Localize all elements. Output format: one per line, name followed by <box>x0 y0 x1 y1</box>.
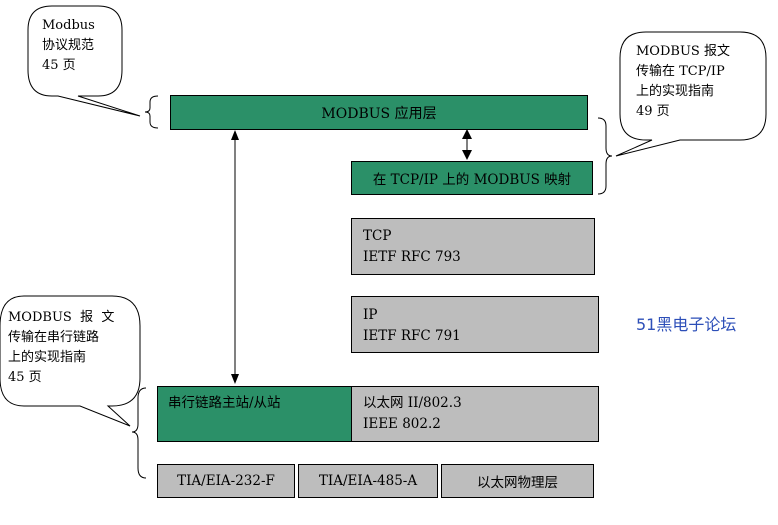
callout-bubble-spec <box>27 5 141 117</box>
tia-eia-485-layer: TIA/EIA-485-A <box>298 464 438 498</box>
brace-tcp-stack <box>597 117 613 195</box>
callout-tcp-text: MODBUS 报文 传输在 TCP/IP 上的实现指南 49 页 <box>636 44 730 119</box>
tia-eia-232-layer: TIA/EIA-232-F <box>157 464 295 498</box>
ethernet-ii-layer: 以太网 II/802.3 IEEE 802.2 <box>351 386 599 442</box>
arrow-app-to-tcp-mapping <box>462 129 472 160</box>
ethernet-physical-layer: 以太网物理层 <box>441 464 594 498</box>
serial-master-slave-layer: 串行链路主站/从站 <box>157 386 352 442</box>
callout-bubble-serial <box>0 295 141 427</box>
tcp-layer: TCP IETF RFC 793 <box>351 218 595 275</box>
callout-serial-text: MODBUS 报 文 传输在串行链路 上的实现指南 45 页 <box>8 310 115 385</box>
ip-layer: IP IETF RFC 791 <box>351 296 599 353</box>
ethernet-physical-label: 以太网物理层 <box>477 475 558 491</box>
watermark-text: 51黑电子论坛 <box>636 315 737 334</box>
ip-layer-label: IP IETF RFC 791 <box>363 307 461 344</box>
brace-app-layer <box>144 95 159 129</box>
ethernet-ii-label: 以太网 II/802.3 IEEE 802.2 <box>363 395 462 432</box>
tia-eia-232-label: TIA/EIA-232-F <box>177 473 275 489</box>
tcp-layer-label: TCP IETF RFC 793 <box>363 228 461 265</box>
modbus-tcp-mapping-layer: 在 TCP/IP 上的 MODBUS 映射 <box>351 161 593 195</box>
serial-master-slave-label: 串行链路主站/从站 <box>168 395 281 411</box>
modbus-tcp-mapping-label: 在 TCP/IP 上的 MODBUS 映射 <box>372 172 572 188</box>
callout-bubble-tcp <box>615 31 767 157</box>
tia-eia-485-label: TIA/EIA-485-A <box>318 473 418 489</box>
modbus-application-layer-label: MODBUS 应用层 <box>321 105 437 122</box>
modbus-application-layer: MODBUS 应用层 <box>170 95 588 130</box>
arrow-app-to-serial <box>231 130 239 384</box>
brace-serial-stack <box>131 387 147 479</box>
callout-spec-text: Modbus 协议规范 45 页 <box>42 18 95 73</box>
